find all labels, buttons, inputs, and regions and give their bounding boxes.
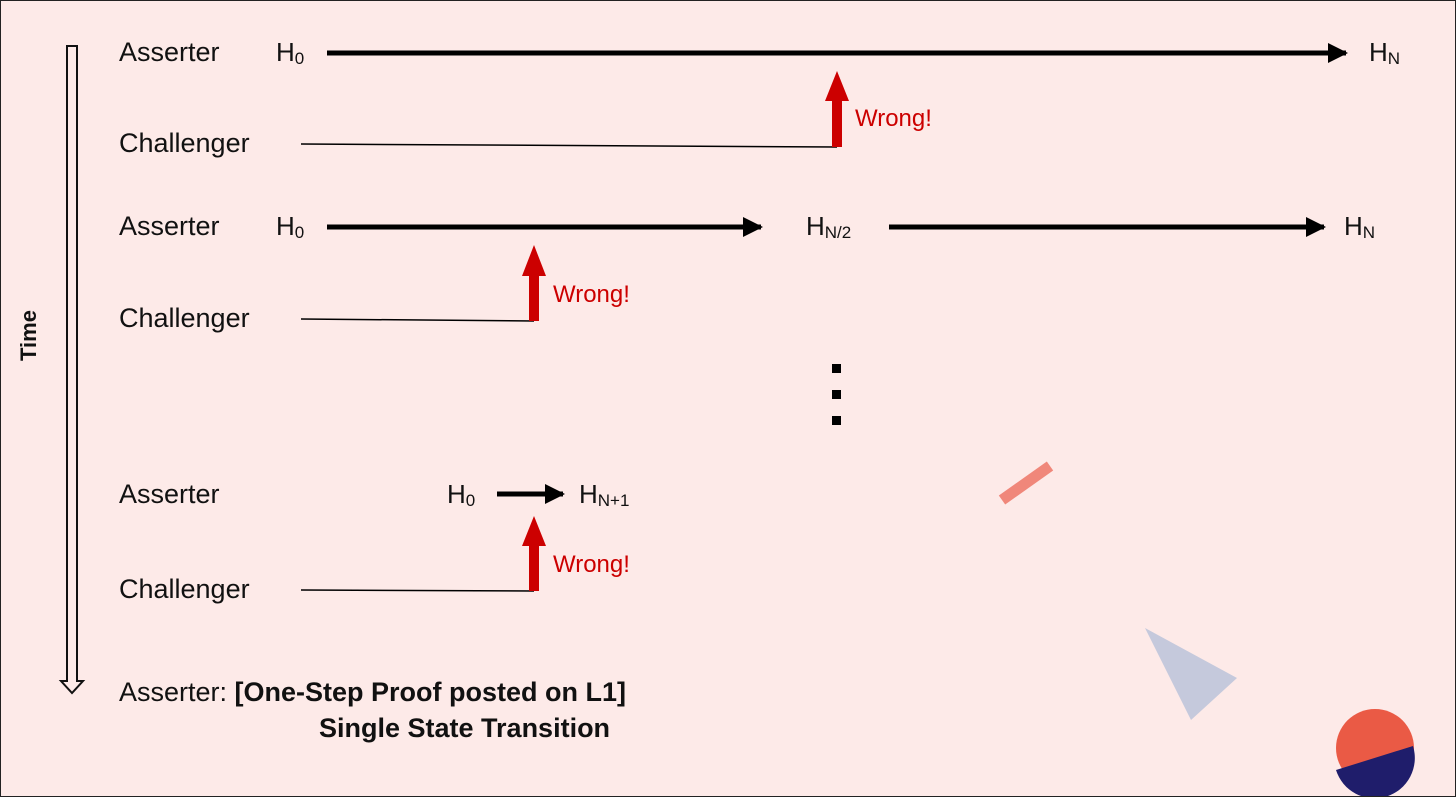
wrong-arrow-r3 (522, 516, 546, 591)
time-axis-arrow (58, 45, 86, 695)
wrong-label-r1: Wrong! (855, 105, 932, 132)
challenger-line-r1 (300, 143, 838, 148)
ellipsis-dot (832, 364, 841, 373)
final-asserter-line: Asserter: [One-Step Proof posted on L1] (119, 677, 626, 708)
state-hn2-r2: HN/2 (806, 211, 852, 242)
wrong-label-r3: Wrong! (553, 551, 630, 578)
decorative-bar (998, 461, 1054, 505)
challenger-line-r3 (300, 589, 535, 592)
ellipsis-dot (832, 390, 841, 399)
final-prefix: Asserter: (119, 677, 235, 707)
state-h0-r2: H0 (276, 211, 305, 242)
asserter-label: Asserter (119, 37, 220, 67)
challenger-label: Challenger (119, 574, 250, 604)
single-state-transition-label: Single State Transition (319, 713, 611, 743)
state-hn-r1: HN (1369, 37, 1401, 68)
challenger-label: Challenger (119, 303, 250, 333)
challenger-line-r2 (300, 318, 535, 322)
decorative-circle (1336, 709, 1415, 796)
decorative-triangle (1145, 628, 1237, 720)
wrong-arrow-r2 (522, 245, 546, 321)
asserter-label: Asserter (119, 479, 220, 509)
wrong-label-r2: Wrong! (553, 281, 630, 308)
wrong-arrow-r1 (825, 71, 849, 147)
state-h0-r1: H0 (276, 37, 305, 68)
state-hn-r2: HN (1344, 211, 1376, 242)
challenger-label: Challenger (119, 128, 250, 158)
asserter-label: Asserter (119, 211, 220, 241)
state-hn1-r3: HN+1 (579, 479, 630, 510)
ellipsis-dot (832, 416, 841, 425)
time-axis-label: Time (16, 310, 41, 361)
state-h0-r3: H0 (447, 479, 476, 510)
one-step-proof-label: [One-Step Proof posted on L1] (234, 677, 627, 707)
